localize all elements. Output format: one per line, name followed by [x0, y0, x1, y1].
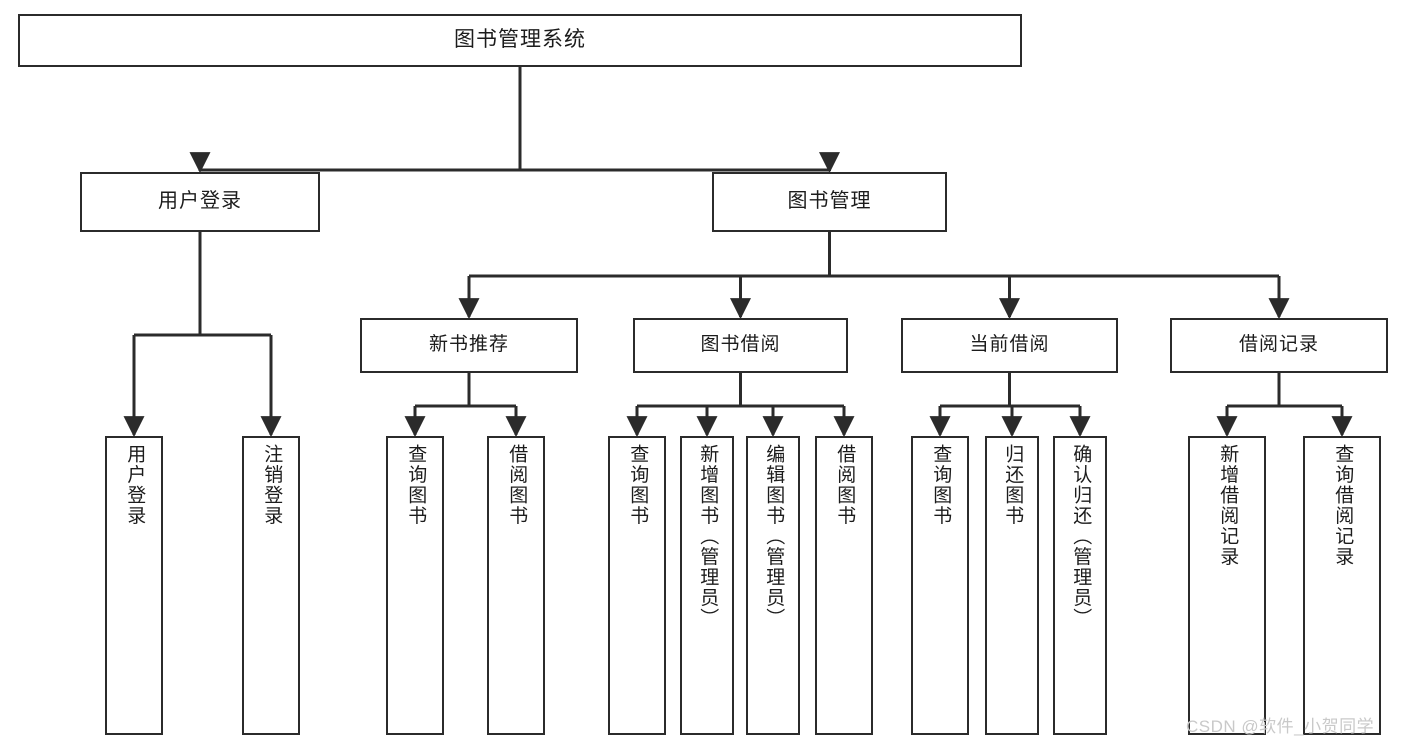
node-leaf-borrow-book-2[interactable]: 借阅图书 [815, 436, 873, 735]
node-leaf-user-login-label: 用户登录 [124, 444, 146, 526]
node-leaf-query-book-1[interactable]: 查询图书 [386, 436, 444, 735]
node-leaf-logout[interactable]: 注销登录 [242, 436, 300, 735]
node-book-borrow-label: 图书借阅 [700, 334, 781, 356]
node-leaf-query-book-2[interactable]: 查询图书 [608, 436, 666, 735]
node-user-login[interactable]: 用户登录 [80, 172, 320, 232]
node-leaf-confirm-return-label: 确认归还（管理员） [1070, 444, 1092, 629]
node-leaf-query-book-1-label: 查询图书 [405, 444, 427, 526]
node-leaf-confirm-return[interactable]: 确认归还（管理员） [1053, 436, 1107, 735]
node-leaf-query-book-2-label: 查询图书 [627, 444, 649, 526]
node-leaf-add-record-label: 新增借阅记录 [1217, 444, 1239, 567]
node-leaf-add-record[interactable]: 新增借阅记录 [1188, 436, 1266, 735]
node-leaf-add-book[interactable]: 新增图书（管理员） [680, 436, 734, 735]
node-leaf-return-book-label: 归还图书 [1002, 444, 1024, 526]
node-current-borrow-label: 当前借阅 [969, 334, 1050, 356]
node-root[interactable]: 图书管理系统 [18, 14, 1022, 67]
node-current-borrow[interactable]: 当前借阅 [901, 318, 1118, 373]
node-leaf-query-record[interactable]: 查询借阅记录 [1303, 436, 1381, 735]
node-leaf-query-book-3[interactable]: 查询图书 [911, 436, 969, 735]
node-leaf-add-book-label: 新增图书（管理员） [697, 444, 719, 629]
watermark-text: CSDN @软件_小贺同学 [1186, 717, 1375, 736]
node-leaf-borrow-book-1-label: 借阅图书 [506, 444, 528, 526]
node-user-login-label: 用户登录 [158, 190, 242, 213]
node-book-manage[interactable]: 图书管理 [712, 172, 947, 232]
node-leaf-query-record-label: 查询借阅记录 [1332, 444, 1354, 567]
node-leaf-query-book-3-label: 查询图书 [930, 444, 952, 526]
node-leaf-edit-book-label: 编辑图书（管理员） [763, 444, 785, 629]
node-borrow-record[interactable]: 借阅记录 [1170, 318, 1388, 373]
node-leaf-user-login[interactable]: 用户登录 [105, 436, 163, 735]
node-leaf-edit-book[interactable]: 编辑图书（管理员） [746, 436, 800, 735]
node-borrow-record-label: 借阅记录 [1238, 334, 1319, 356]
node-new-book-rec[interactable]: 新书推荐 [360, 318, 578, 373]
node-new-book-rec-label: 新书推荐 [428, 334, 509, 356]
node-leaf-logout-label: 注销登录 [261, 444, 283, 526]
node-leaf-borrow-book-1[interactable]: 借阅图书 [487, 436, 545, 735]
node-book-borrow[interactable]: 图书借阅 [633, 318, 848, 373]
node-root-label: 图书管理系统 [454, 28, 586, 52]
node-leaf-return-book[interactable]: 归还图书 [985, 436, 1039, 735]
node-leaf-borrow-book-2-label: 借阅图书 [834, 444, 856, 526]
node-book-manage-label: 图书管理 [787, 190, 872, 213]
